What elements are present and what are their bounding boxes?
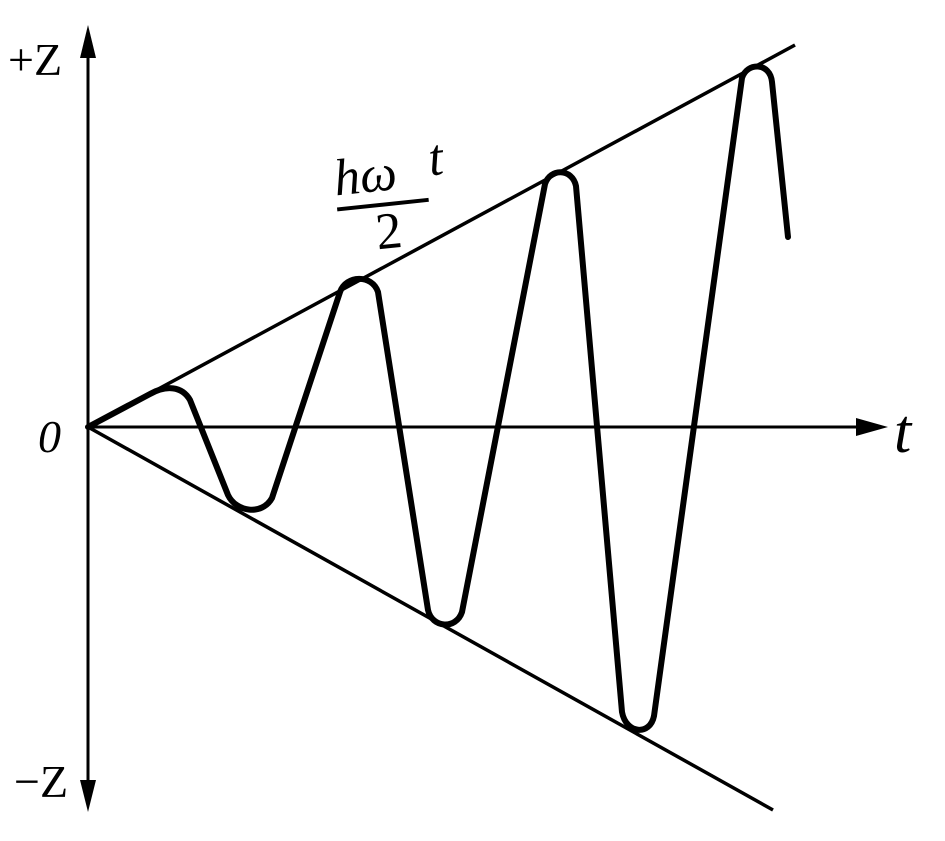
z-axis-up-arrowhead: [80, 25, 96, 58]
envelope-label: hω 2 t: [331, 129, 447, 261]
envelope-label-suffix: t: [425, 129, 447, 187]
z-axis: [80, 25, 96, 812]
t-axis-label: t: [894, 398, 913, 466]
oscillation-curve: [85, 63, 791, 733]
envelope-label-numerator: hω: [331, 144, 399, 207]
z-positive-label: +Z: [8, 34, 62, 85]
z-axis-down-arrowhead: [80, 780, 96, 812]
upper-envelope-line: [87, 43, 796, 429]
z-negative-label: −Z: [14, 756, 68, 807]
envelope-label-fraction-bar: [336, 197, 429, 212]
envelope-label-denominator: 2: [373, 202, 405, 261]
origin-label: 0: [38, 411, 61, 462]
t-axis-arrowhead: [856, 418, 888, 436]
t-axis: [88, 418, 888, 436]
